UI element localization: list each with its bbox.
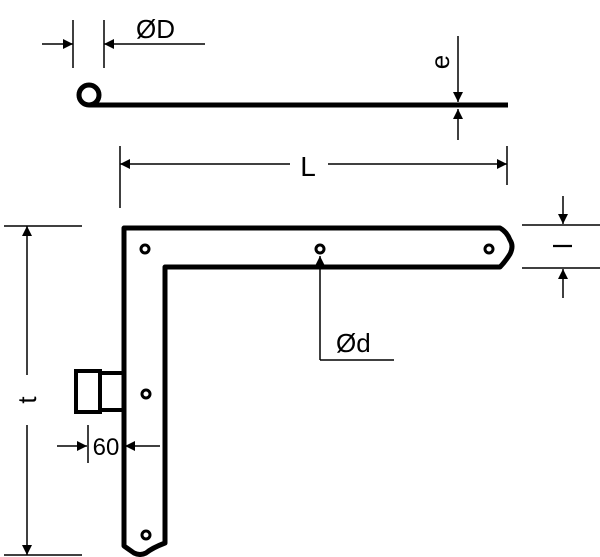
dimension-length: L: [119, 146, 508, 208]
screw-hole: [140, 529, 152, 541]
label-height: t: [12, 396, 42, 404]
label-hole-diameter: Ød: [336, 328, 371, 358]
label-width: l: [548, 243, 578, 249]
dimension-height: t: [4, 225, 82, 556]
dimension-thickness: e: [425, 36, 463, 140]
label-length: L: [300, 151, 316, 182]
dimension-outer-diameter: ØD: [42, 14, 205, 68]
label-thickness: e: [425, 55, 455, 69]
dimension-width: l: [522, 196, 600, 298]
label-offset: 60: [93, 434, 120, 461]
side-view: [76, 82, 508, 108]
knuckle-eye: [76, 82, 102, 108]
front-view: [74, 225, 515, 557]
l-strap-outline: [121, 225, 515, 557]
dimension-offset: 60: [57, 425, 160, 463]
screw-hole: [139, 243, 151, 255]
label-outer-diameter: ØD: [136, 14, 175, 44]
knuckle-pin: [74, 369, 102, 414]
screw-hole: [483, 243, 495, 255]
screw-hole: [314, 243, 326, 255]
screw-hole: [140, 388, 152, 400]
dimension-hole-diameter: Ød: [315, 256, 394, 361]
